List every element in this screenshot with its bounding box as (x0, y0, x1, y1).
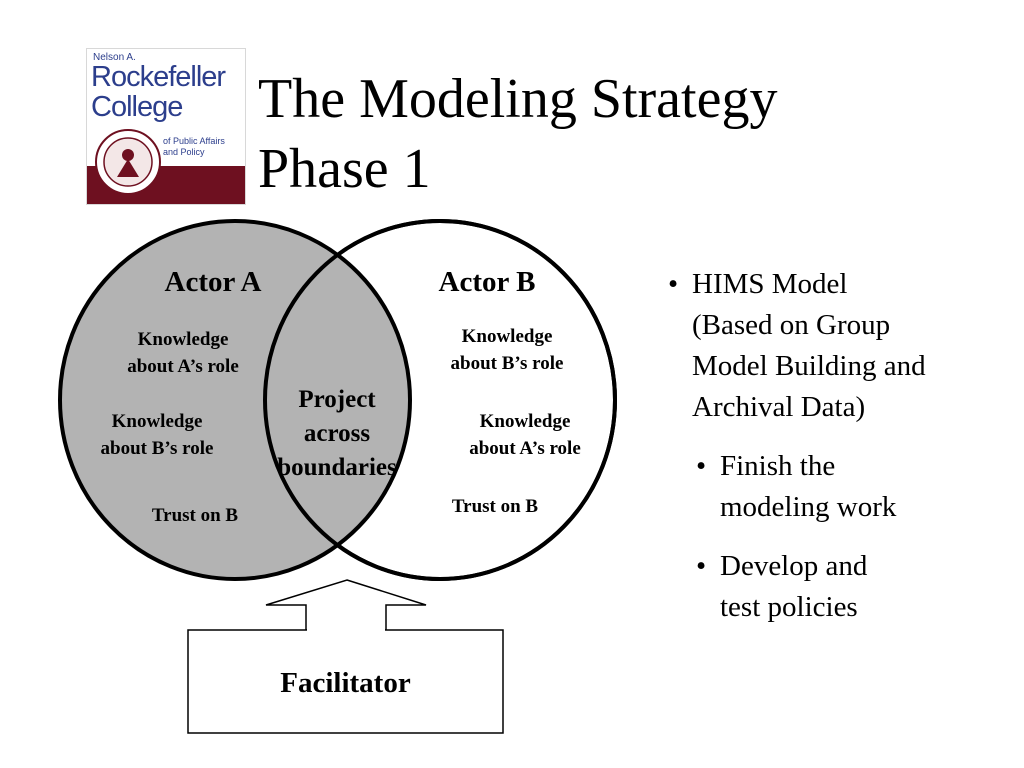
overlap-line3: boundaries (277, 454, 397, 481)
b-knowledge-other-line1: Knowledge (479, 411, 571, 432)
actor-a-label: Actor A (164, 266, 262, 298)
logo-line-rockefeller: Rockefeller (91, 61, 226, 93)
overlap-line1: Project (298, 386, 376, 413)
actor-b-label: Actor B (438, 266, 536, 298)
subbullet1-line2: modeling work (720, 491, 897, 523)
overlap-label: Project across boundaries (262, 383, 412, 485)
facilitator-arrow (265, 579, 427, 631)
b-trust: Trust on B (451, 496, 539, 517)
logo-line-small: Nelson A. (93, 52, 136, 63)
actor-b-outline (263, 219, 617, 581)
subbullet2-line1: Develop and (720, 550, 868, 582)
a-knowledge-own-line2: about A’s role (127, 356, 239, 377)
logo-line-college: College (91, 91, 183, 123)
subbullet-dot: • (696, 450, 707, 482)
bullet-hims-line4: Archival Data) (692, 391, 866, 423)
a-knowledge-other: Knowledge about B’s role (72, 408, 242, 462)
a-knowledge-own-line1: Knowledge (137, 329, 229, 350)
subbullet-finish-modeling: • Finish the modeling work (668, 446, 1008, 528)
rockefeller-college-logo: Nelson A. Rockefeller College of Public … (86, 48, 246, 205)
bullet-hims-line3: Model Building and (692, 350, 926, 382)
subbullet-develop-policies: • Develop and test policies (668, 546, 1008, 628)
b-knowledge-other-line2: about A’s role (469, 438, 581, 459)
a-knowledge-other-line1: Knowledge (111, 411, 203, 432)
a-trust: Trust on B (151, 505, 239, 526)
logo-line-sub2: and Policy (163, 147, 205, 157)
university-seal-icon (95, 129, 161, 195)
b-knowledge-own-line1: Knowledge (461, 326, 553, 347)
slide-title: The Modeling Strategy Phase 1 (258, 64, 777, 204)
a-knowledge-other-line2: about B’s role (100, 438, 214, 459)
actor-a-circle (58, 219, 412, 581)
bullet-hims-line1: HIMS Model (692, 268, 848, 300)
bullet-hims-model: • HIMS Model (Based on Group Model Build… (668, 264, 1008, 428)
overlap-line2: across (303, 420, 371, 447)
bullet-dot: • (668, 268, 679, 300)
facilitator-box (187, 629, 504, 734)
bullet-list: • HIMS Model (Based on Group Model Build… (668, 264, 1008, 628)
slide-title-line1: The Modeling Strategy (258, 68, 778, 130)
a-knowledge-own: Knowledge about A’s role (98, 326, 268, 380)
subbullet2-line2: test policies (720, 591, 858, 623)
b-knowledge-own: Knowledge about B’s role (422, 323, 592, 377)
subbullet1-line1: Finish the (720, 450, 836, 482)
b-knowledge-own-line2: about B’s role (450, 353, 564, 374)
facilitator-label: Facilitator (280, 667, 411, 699)
logo-line-sub1: of Public Affairs (163, 136, 225, 146)
b-knowledge-other: Knowledge about A’s role (440, 408, 610, 462)
slide-title-line2: Phase 1 (258, 138, 431, 200)
bullet-hims-line2: (Based on Group (692, 309, 891, 341)
subbullet-dot: • (696, 550, 707, 582)
